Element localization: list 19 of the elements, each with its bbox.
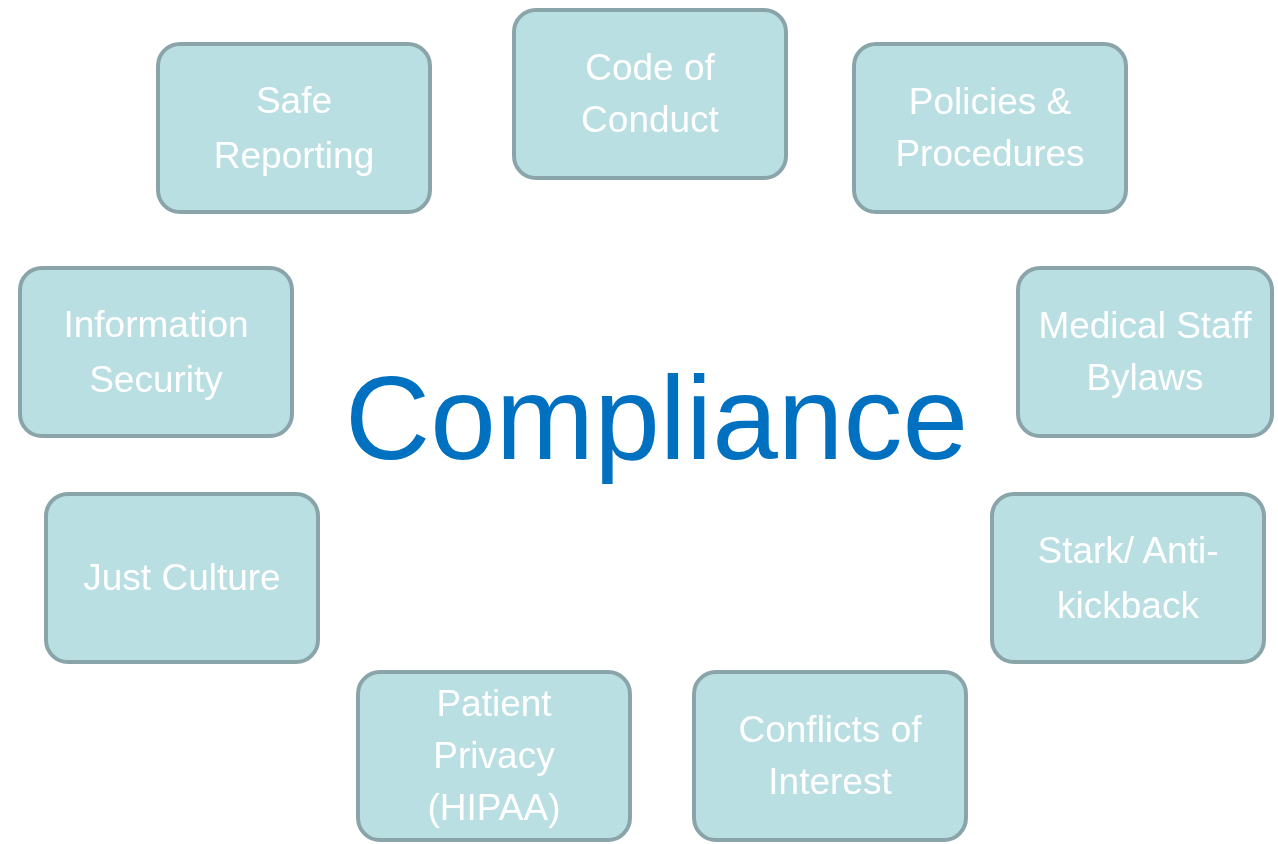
topic-label: Just Culture (83, 556, 281, 601)
topic-box (990, 492, 1266, 664)
topic-box (356, 670, 632, 842)
topic-box (1016, 266, 1274, 438)
central-heading: Compliance (345, 351, 969, 486)
topic-box (852, 42, 1128, 214)
topic-label: Patient Privacy (HIPAA) (426, 682, 562, 830)
topic-label: Stark/ Anti-kickback (1036, 528, 1220, 628)
topic-label: Conflicts of Interest (737, 708, 923, 804)
topic-label: Medical Staff Bylaws (1037, 304, 1253, 400)
topic-label: Policies & Procedures (894, 80, 1086, 176)
topic-box (18, 266, 294, 438)
topic-label: Safe Reporting (212, 78, 376, 178)
topic-box (692, 670, 968, 842)
topic-box (512, 8, 788, 180)
topic-label: Code of Conduct (580, 46, 720, 142)
topic-label: Information Security (62, 302, 250, 402)
topic-box (156, 42, 432, 214)
topic-box (44, 492, 320, 664)
